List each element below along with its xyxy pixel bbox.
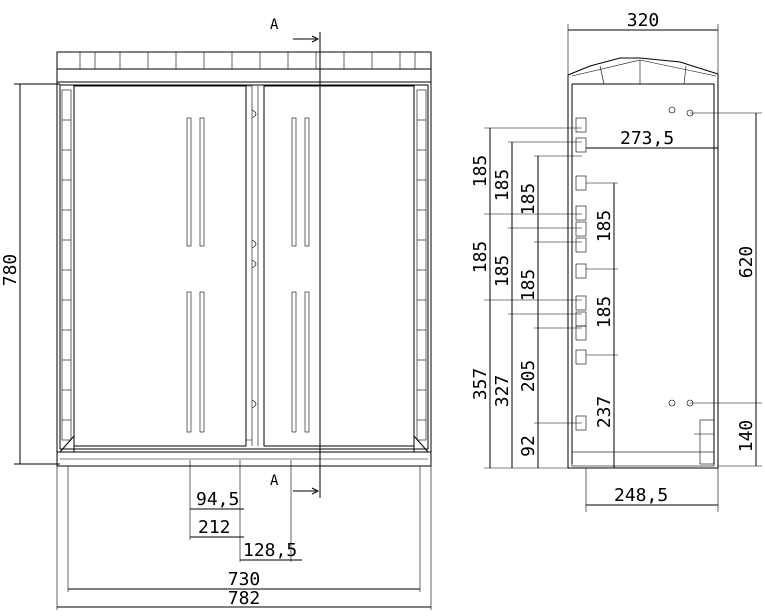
bottom-plinth xyxy=(56,451,432,467)
section-arrow-bottom xyxy=(293,487,320,495)
cabinet-body xyxy=(56,81,432,467)
dim-col4-185-b: 185 xyxy=(594,296,615,329)
section-label-top: A xyxy=(270,17,279,33)
dim-col4-237: 237 xyxy=(594,396,615,429)
dim-94-5: 94,5 xyxy=(196,489,239,510)
dim-140: 140 xyxy=(736,420,757,453)
section-label-bottom: A xyxy=(270,473,279,489)
side-outline xyxy=(567,57,719,469)
dim-730: 730 xyxy=(228,569,261,590)
section-arrow-top xyxy=(293,35,320,43)
dim-273-5: 273,5 xyxy=(620,128,674,149)
dim-col1-185-a: 185 xyxy=(470,155,491,188)
top-cap-ribs xyxy=(79,52,416,69)
dim-780: 780 xyxy=(0,254,21,287)
din-rail-clips xyxy=(575,117,587,431)
dim-col2-327: 327 xyxy=(492,375,513,408)
dim-248-5: 248,5 xyxy=(614,485,668,506)
front-view: A A 780 94,5 212 128,5 730 782 xyxy=(0,17,432,610)
right-door xyxy=(263,85,415,447)
dim-782: 782 xyxy=(228,588,261,609)
dim-col4-185-a: 185 xyxy=(594,210,615,243)
dim-col3-185-b: 185 xyxy=(518,269,539,302)
dim-col3-92: 92 xyxy=(518,435,539,457)
dim-col1-357: 357 xyxy=(470,368,491,401)
dim-col3-185-a: 185 xyxy=(518,183,539,216)
dim-col3-205: 205 xyxy=(518,360,539,393)
right-rail xyxy=(416,89,427,441)
dim-212: 212 xyxy=(198,517,231,538)
dim-320: 320 xyxy=(627,10,660,31)
dim-620: 620 xyxy=(736,246,757,279)
dim-128-5: 128,5 xyxy=(243,540,297,561)
dim-col2-185-a: 185 xyxy=(492,169,513,202)
dim-col2-185-b: 185 xyxy=(492,255,513,288)
vent-slots xyxy=(186,117,310,433)
center-hinge xyxy=(246,85,259,446)
side-view: 320 273,5 620 140 248,5 185 185 357 185 … xyxy=(470,10,762,512)
left-door xyxy=(73,85,247,447)
left-rail xyxy=(61,89,72,441)
dim-col1-185-b: 185 xyxy=(470,241,491,274)
top-cap xyxy=(56,51,432,83)
